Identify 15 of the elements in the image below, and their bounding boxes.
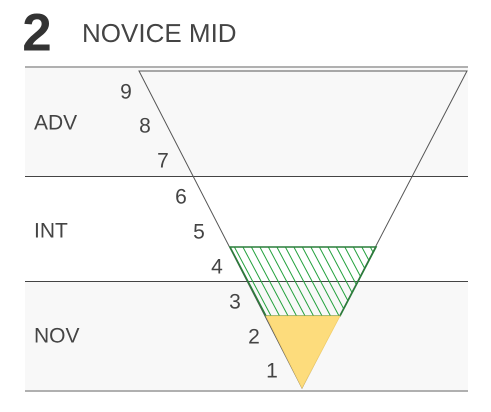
scale-number: 2 <box>248 326 260 348</box>
scale-number: 4 <box>211 256 223 278</box>
section-title: NOVICE MID <box>82 19 237 48</box>
level-label: INT <box>34 220 68 242</box>
section-number: 2 <box>22 6 52 60</box>
level-band <box>25 66 468 176</box>
level-label: ADV <box>34 112 78 134</box>
level-label: NOV <box>34 326 80 346</box>
scale-number: 5 <box>193 222 205 242</box>
scale-number: 9 <box>120 82 132 102</box>
scale-number: 8 <box>139 116 151 136</box>
scale-number: 7 <box>157 150 169 172</box>
scale-number: 6 <box>175 186 187 208</box>
scale-number: 3 <box>229 292 241 312</box>
scale-number: 1 <box>266 360 278 382</box>
